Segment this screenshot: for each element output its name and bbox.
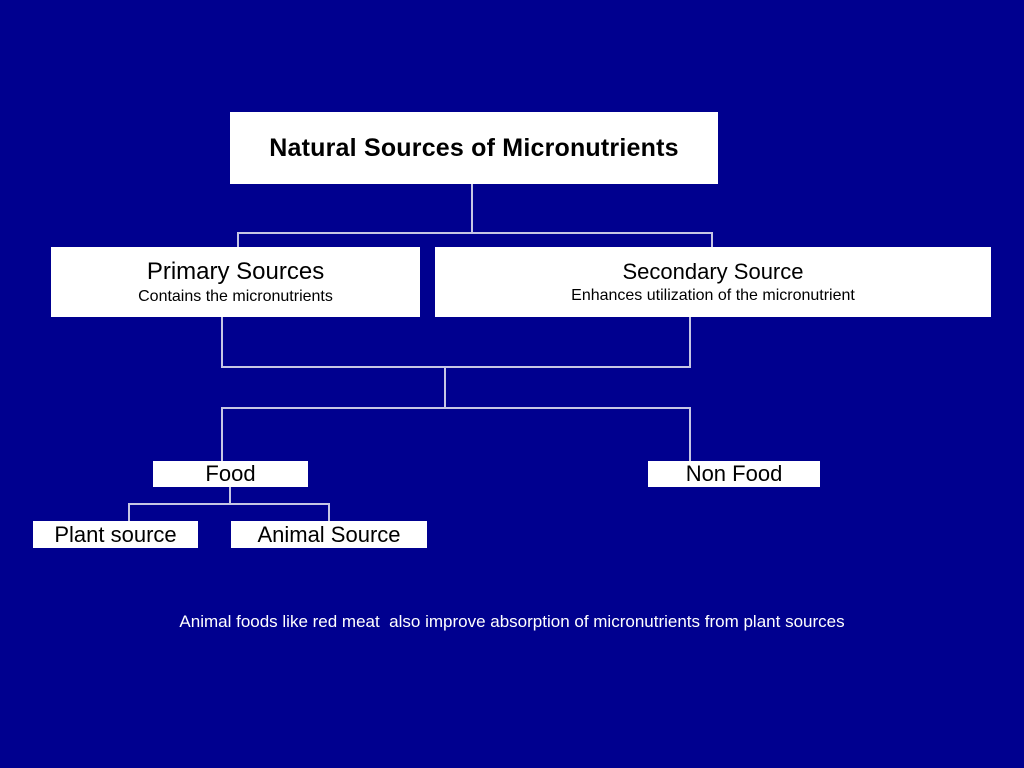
non-food-label: Non Food bbox=[685, 461, 783, 487]
connector-row2-left-drop bbox=[237, 232, 239, 248]
connector-row2-right-drop bbox=[711, 232, 713, 248]
node-non-food: Non Food bbox=[648, 461, 820, 487]
connector-animal-source-drop bbox=[328, 503, 330, 523]
node-secondary-source: Secondary Source Enhances utilization of… bbox=[435, 247, 991, 317]
connector-row2-horizontal bbox=[237, 232, 713, 234]
connector-non-food-drop bbox=[689, 407, 691, 463]
connector-food-drop bbox=[221, 407, 223, 463]
connector-merge-stem bbox=[444, 366, 446, 409]
connector-secondary-drop bbox=[689, 317, 691, 368]
connector-split-horizontal bbox=[221, 407, 691, 409]
secondary-source-label: Secondary Source bbox=[622, 258, 804, 284]
primary-sources-sublabel: Contains the micronutrients bbox=[138, 287, 333, 305]
secondary-source-sublabel: Enhances utilization of the micronutrien… bbox=[571, 286, 855, 304]
plant-source-label: Plant source bbox=[54, 521, 177, 547]
connector-title-stem bbox=[471, 184, 473, 233]
connector-primary-drop bbox=[221, 317, 223, 368]
node-animal-source: Animal Source bbox=[231, 521, 427, 548]
node-title-label: Natural Sources of Micronutrients bbox=[269, 133, 679, 162]
node-food: Food bbox=[153, 461, 308, 487]
food-label: Food bbox=[205, 461, 256, 487]
connector-plant-source-drop bbox=[128, 503, 130, 523]
connector-food-stem bbox=[229, 487, 231, 505]
slide-caption: Animal foods like red meat also improve … bbox=[179, 612, 845, 631]
connector-merge-horizontal bbox=[221, 366, 691, 368]
node-primary-sources: Primary Sources Contains the micronutrie… bbox=[51, 247, 420, 317]
animal-source-label: Animal Source bbox=[257, 521, 401, 547]
primary-sources-label: Primary Sources bbox=[146, 257, 325, 285]
node-plant-source: Plant source bbox=[33, 521, 198, 548]
node-natural-sources-of-micronutrients: Natural Sources of Micronutrients bbox=[230, 112, 718, 184]
connector-food-horizontal bbox=[128, 503, 330, 505]
